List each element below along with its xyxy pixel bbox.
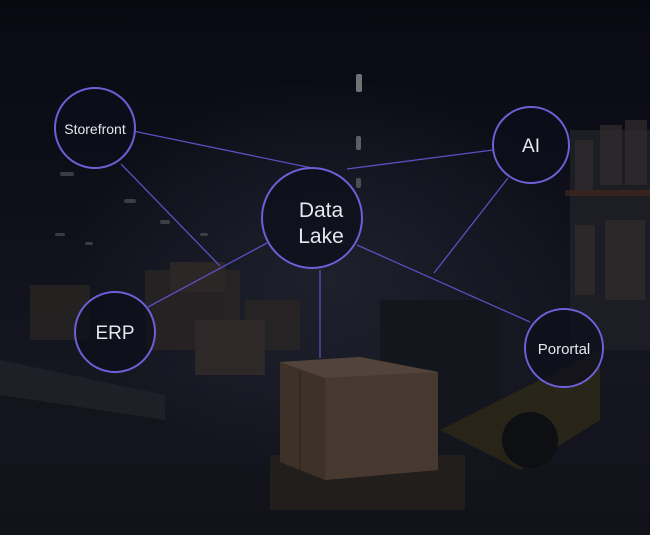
edge-ai-datalake	[346, 149, 494, 170]
pallet-boxes	[270, 357, 465, 510]
node-erp-label: ERP	[95, 323, 134, 344]
edge-storefront-datalake	[132, 130, 313, 169]
edge-ai-link	[433, 177, 509, 274]
edge-datalake-portal	[356, 244, 531, 323]
edge-erp-datalake	[147, 242, 268, 308]
node-storefront[interactable]	[54, 87, 136, 169]
node-data-lake-label-line1: Data	[299, 199, 344, 222]
ceiling-light	[356, 136, 361, 150]
node-ai[interactable]	[492, 106, 570, 184]
node-storefront-label: Storefront	[64, 121, 126, 137]
ceiling-light	[356, 74, 362, 92]
ceiling-light	[356, 178, 361, 188]
node-data-lake[interactable]	[261, 167, 363, 269]
node-portal[interactable]	[524, 308, 604, 388]
node-ai-label: AI	[522, 136, 540, 157]
node-erp[interactable]	[74, 291, 156, 373]
edge-storefront-link	[120, 163, 221, 267]
node-data-lake-label-line2: Lake	[298, 225, 344, 248]
node-portal-label: Porortal	[538, 341, 591, 358]
